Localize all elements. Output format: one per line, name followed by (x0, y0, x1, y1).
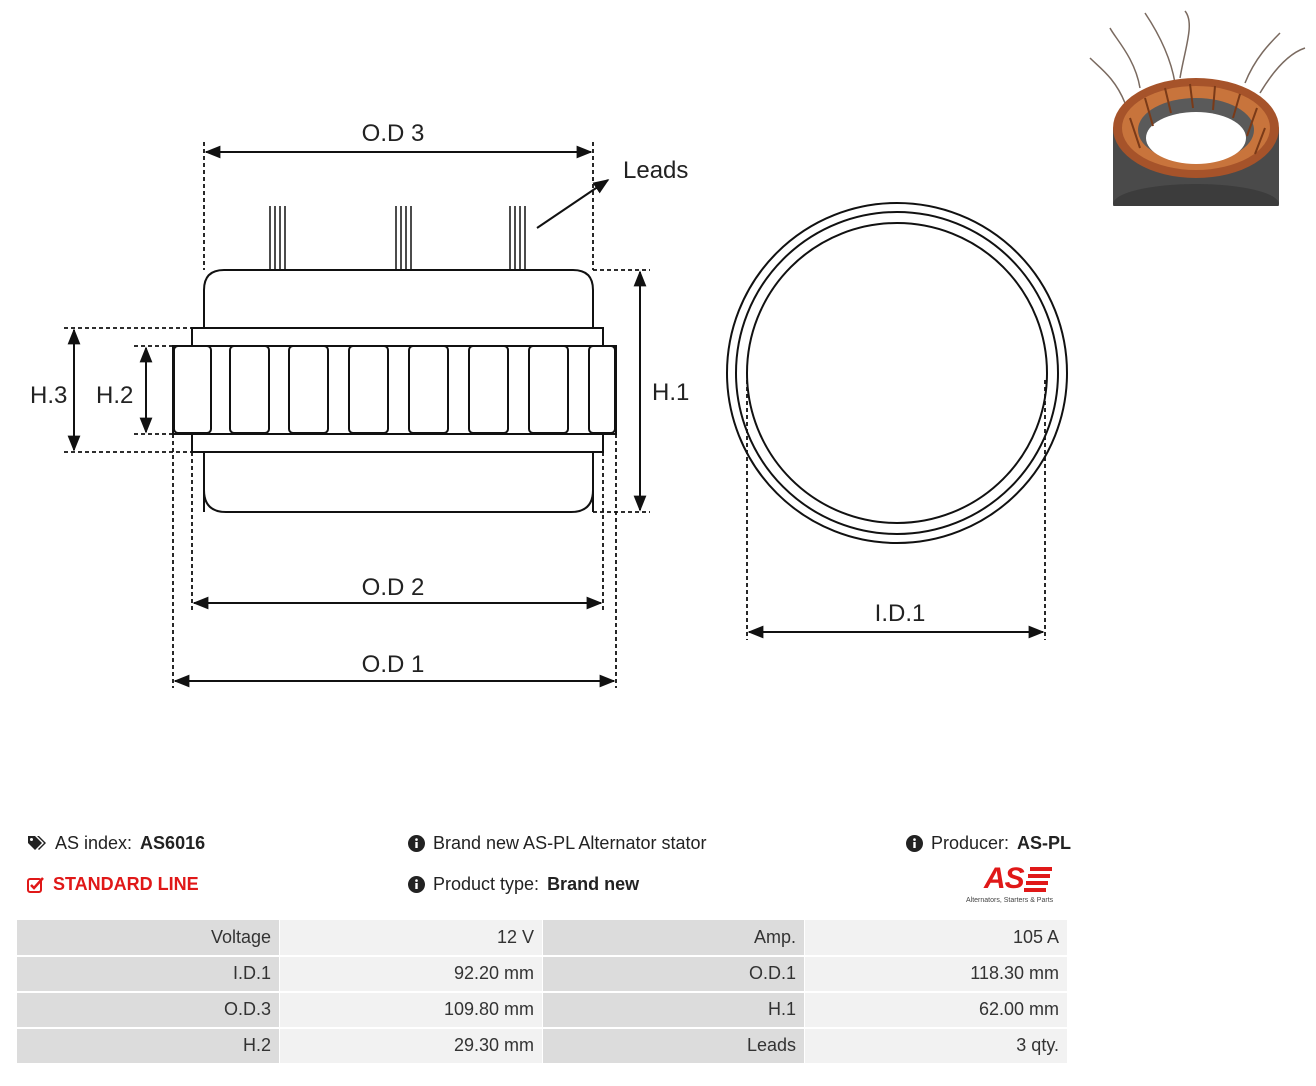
od3-label: O.D 3 (362, 120, 425, 147)
logo-stripes-icon (1024, 867, 1052, 892)
as-index-value: AS6016 (140, 833, 206, 853)
table-row: Voltage 12 V Amp. 105 A (16, 919, 1068, 956)
spec-label: O.D.3 (16, 991, 280, 1028)
table-row: O.D.3 109.80 mm H.1 62.00 mm (16, 991, 1068, 1028)
producer-label: Producer: (931, 833, 1010, 853)
spec-label: I.D.1 (16, 955, 280, 992)
spec-label: Leads (542, 1027, 805, 1064)
od2-label: O.D 2 (362, 574, 425, 601)
standard-line: STANDARD LINE (27, 874, 199, 895)
h3-label: H.3 (30, 382, 67, 409)
spec-label: Amp. (542, 919, 805, 956)
logo-tagline: Alternators, Starters & Parts (966, 897, 1054, 904)
product-type-label: Product type: (433, 874, 540, 894)
h1-label: H.1 (652, 379, 689, 406)
table-row: I.D.1 92.20 mm O.D.1 118.30 mm (16, 955, 1068, 992)
producer-value: AS-PL (1017, 833, 1072, 853)
spec-label: H.2 (16, 1027, 280, 1064)
product-type-value: Brand new (547, 874, 640, 894)
spec-label: O.D.1 (542, 955, 805, 992)
spec-value: 12 V (279, 919, 543, 956)
specs-table: Voltage 12 V Amp. 105 A I.D.1 92.20 mm O… (16, 919, 1068, 1065)
info-icon (906, 835, 923, 852)
spec-value: 62.00 mm (804, 991, 1068, 1028)
checkbox-checked-icon (27, 876, 44, 893)
logo-word: AS (984, 862, 1025, 895)
spec-value: 29.30 mm (279, 1027, 543, 1064)
id1-label: I.D.1 (875, 600, 926, 627)
spec-value: 109.80 mm (279, 991, 543, 1028)
stator-photo (1089, 10, 1306, 206)
product-description: Brand new AS-PL Alternator stator (408, 833, 706, 854)
spec-value: 92.20 mm (279, 955, 543, 992)
info-icon (408, 835, 425, 852)
producer: Producer: AS-PL (906, 833, 1071, 854)
tags-icon (28, 835, 46, 850)
spec-label: Voltage (16, 919, 280, 956)
as-pl-logo: AS Alternators, Starters & Parts (962, 862, 1072, 906)
leads-label: Leads (623, 157, 688, 184)
description-text: Brand new AS-PL Alternator stator (433, 833, 707, 853)
as-index-label: AS index: (55, 833, 133, 853)
od1-label: O.D 1 (362, 651, 425, 678)
stator-technical-drawing: O.D 3 Leads H.1 H.3 H.2 O.D 2 O.D 1 I.D.… (30, 120, 1068, 688)
product-type: Product type: Brand new (408, 874, 639, 895)
spec-value: 105 A (804, 919, 1068, 956)
standard-line-label: STANDARD LINE (53, 874, 199, 894)
as-index: AS index: AS6016 (27, 833, 205, 854)
h2-label: H.2 (96, 382, 133, 409)
info-icon (408, 876, 425, 893)
spec-value: 118.30 mm (804, 955, 1068, 992)
spec-value: 3 qty. (804, 1027, 1068, 1064)
table-row: H.2 29.30 mm Leads 3 qty. (16, 1027, 1068, 1064)
spec-label: H.1 (542, 991, 805, 1028)
